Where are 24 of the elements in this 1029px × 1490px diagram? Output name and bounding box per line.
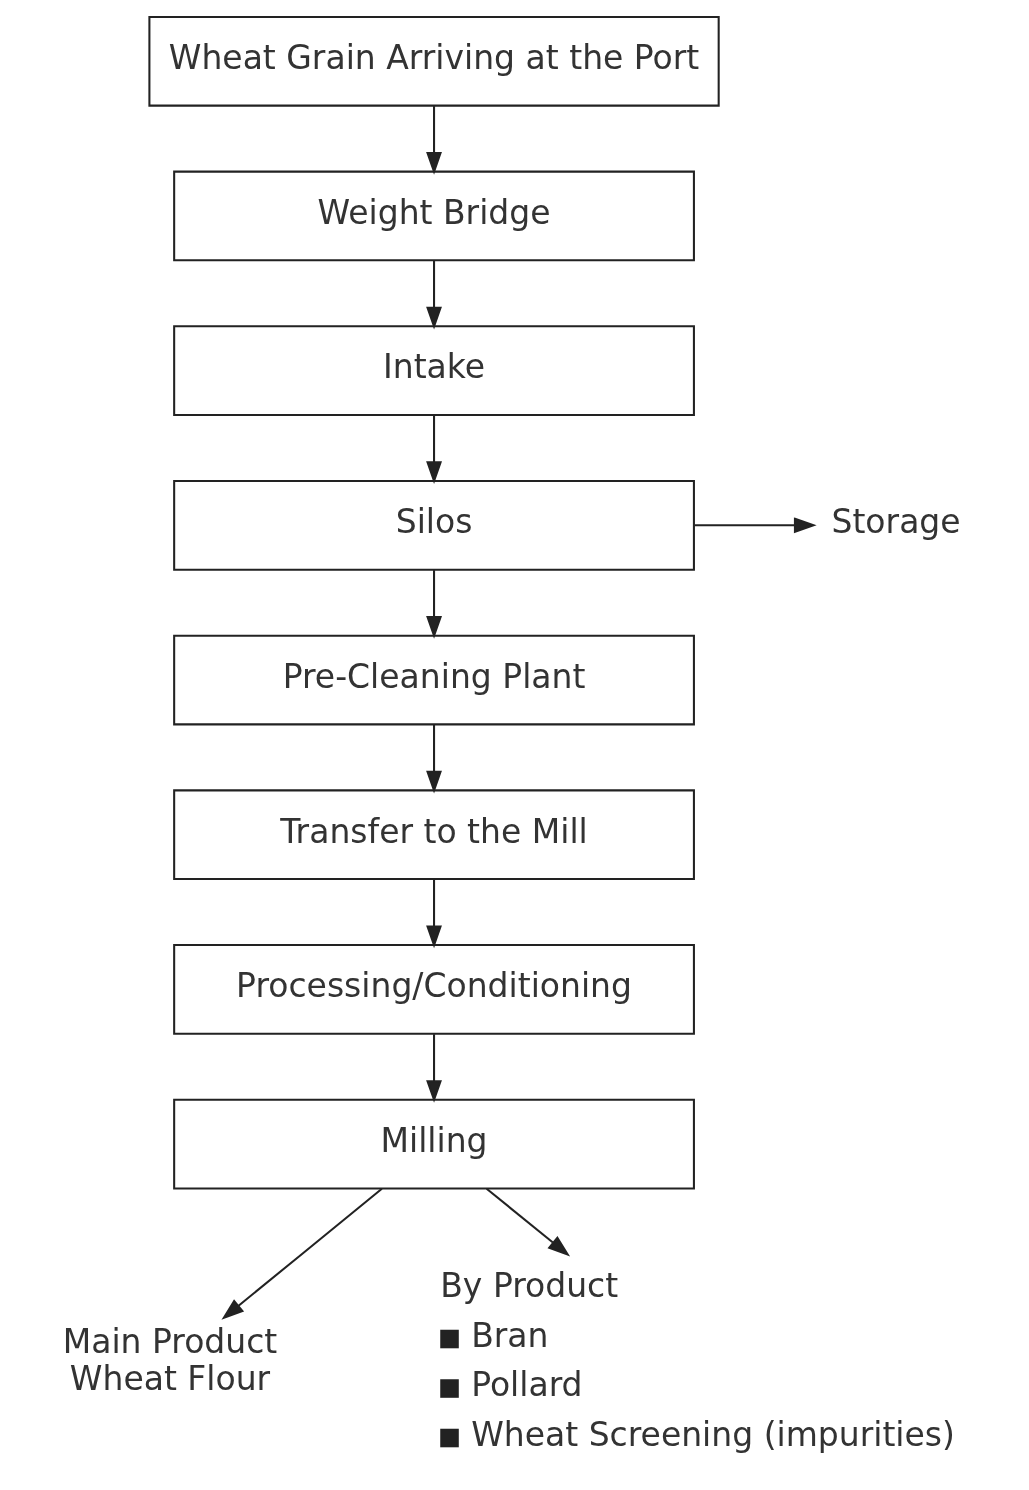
node-box: Transfer to the Mill <box>172 789 695 881</box>
arrow <box>485 1187 570 1257</box>
arrow <box>425 1034 442 1103</box>
node-text: Storage <box>831 502 961 542</box>
node-box: Processing/Conditioning <box>172 944 695 1035</box>
arrow <box>425 106 442 175</box>
node-box: Wheat Grain Arriving at the Port <box>147 15 720 107</box>
arrow <box>425 415 442 485</box>
node-box: Milling <box>172 1098 695 1190</box>
node-box: Weight Bridge <box>172 170 695 262</box>
arrow <box>425 260 442 330</box>
node-label: Wheat Screening (impurities) <box>470 1414 955 1454</box>
arrow <box>425 570 442 639</box>
node-box: Silos <box>172 479 695 571</box>
node-label: Pollard <box>470 1365 583 1405</box>
node-box: Intake <box>172 325 695 416</box>
arrow <box>220 1187 383 1320</box>
arrow <box>694 517 817 534</box>
arrow <box>425 724 442 794</box>
node-label: Bran <box>470 1315 549 1355</box>
node-text: Main Product Wheat Flour <box>62 1322 277 1399</box>
arrow <box>425 879 442 949</box>
node-box: Pre-Cleaning Plant <box>172 634 695 726</box>
node-label: By Product <box>439 1266 618 1306</box>
